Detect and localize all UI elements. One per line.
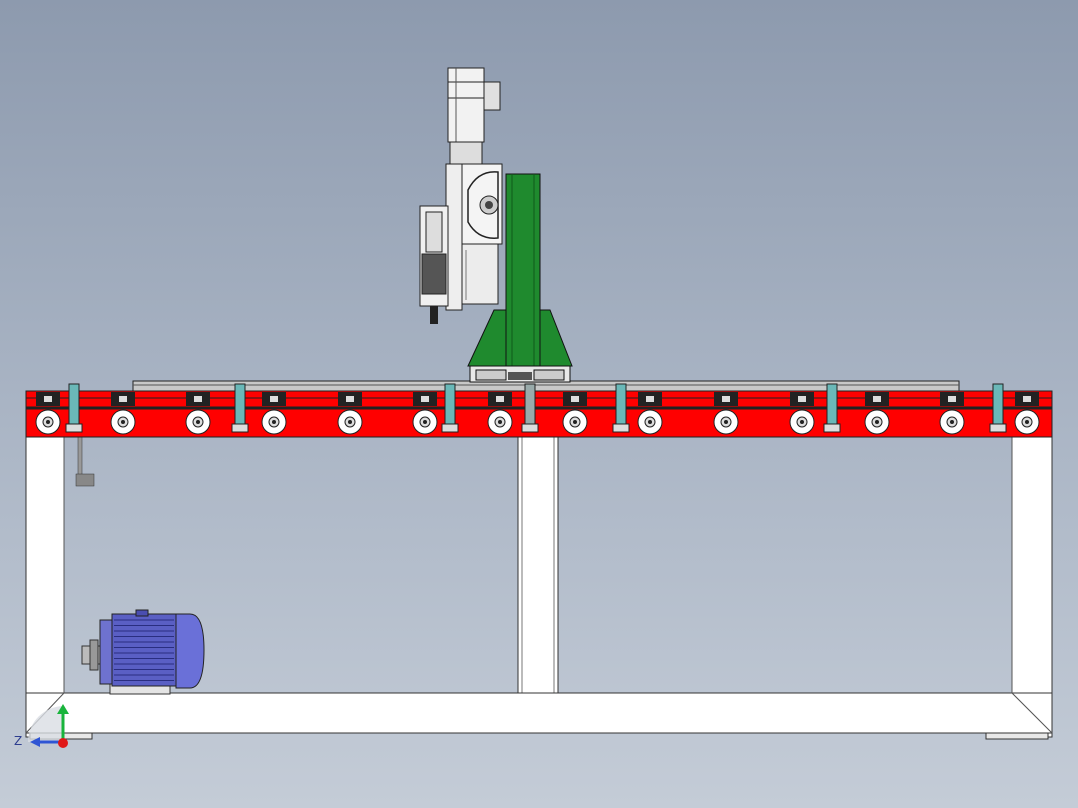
workpiece-clamp xyxy=(231,383,249,433)
frame-right-leg xyxy=(1011,436,1053,738)
motor-flange xyxy=(99,619,113,685)
servo-connector xyxy=(483,81,501,111)
gantry-base-plate xyxy=(467,309,507,367)
gantry-upright xyxy=(505,173,541,367)
triad-z-axis xyxy=(58,738,68,748)
conveyor-roller xyxy=(185,392,211,435)
conveyor-roller xyxy=(713,392,739,435)
motor-endcap xyxy=(175,613,205,689)
spindle-tool xyxy=(430,306,438,324)
servo-motor xyxy=(447,67,485,143)
workpiece-clamp xyxy=(823,383,841,433)
conveyor-roller xyxy=(789,392,815,435)
z-axis-head xyxy=(419,67,503,324)
workpiece-clamp xyxy=(521,383,539,433)
frame-foot-right xyxy=(985,732,1049,740)
conveyor-roller xyxy=(110,392,136,435)
triad-z-label: Z xyxy=(14,734,22,748)
workpiece-clamp xyxy=(989,383,1007,433)
conveyor-roller xyxy=(412,392,438,435)
conveyor-roller xyxy=(1014,392,1040,435)
conveyor-assembly xyxy=(25,380,1053,438)
frame-left-leg xyxy=(25,436,65,738)
conveyor-roller xyxy=(35,392,61,435)
rotary-joint xyxy=(467,171,499,239)
frame-bottom-beam xyxy=(25,692,1053,734)
gantry-column xyxy=(467,173,573,383)
frame-middle-post xyxy=(517,436,559,694)
conveyor-roller xyxy=(864,392,890,435)
conveyor-roller xyxy=(487,392,513,435)
workpiece-clamp xyxy=(65,383,83,433)
conveyor-roller xyxy=(261,392,287,435)
drive-motor xyxy=(81,609,205,695)
conveyor-roller xyxy=(637,392,663,435)
conveyor-roller xyxy=(562,392,588,435)
workpiece-clamp xyxy=(612,383,630,433)
conveyor-roller xyxy=(939,392,965,435)
conveyor-roller xyxy=(337,392,363,435)
base-frame xyxy=(25,423,1053,740)
workpiece-clamp xyxy=(441,383,459,433)
view-triad[interactable]: Z xyxy=(14,704,69,748)
